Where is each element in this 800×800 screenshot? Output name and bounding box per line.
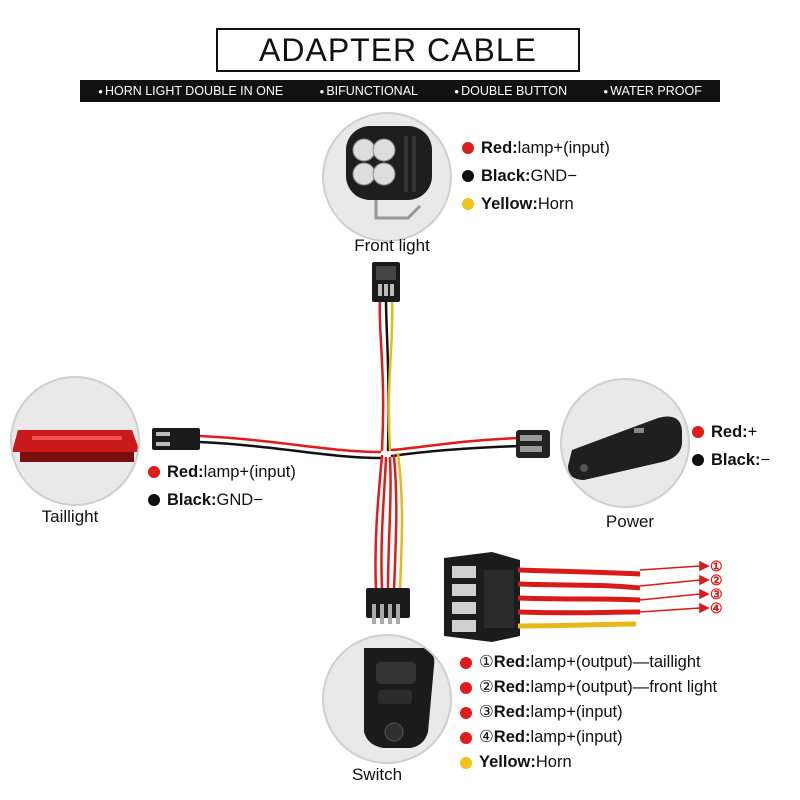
legend-row: Red:lamp+(input): [148, 458, 296, 486]
wire-red-switch-4: [392, 454, 398, 592]
wire-black-tail: [198, 440, 382, 460]
yellow-dot-icon: [460, 756, 472, 769]
detail-wire-3: [517, 595, 641, 603]
wire-yellow-front: [387, 298, 394, 452]
taillight-icon: [12, 430, 138, 462]
power-image: [560, 378, 690, 508]
red-dot-icon: [462, 142, 474, 154]
red-dot-icon: [692, 426, 704, 438]
feature-item: DOUBLE BUTTON: [454, 84, 567, 98]
front-light-image: [322, 112, 452, 242]
taillight-caption: Taillight: [41, 507, 99, 526]
wire-red-tail: [198, 434, 382, 454]
power-connector: [516, 430, 550, 458]
power-caption: Power: [605, 512, 655, 531]
red-dot-icon: [148, 466, 160, 478]
wire-red-front: [378, 298, 385, 452]
battery-icon: [568, 416, 682, 480]
headlight-icon: [346, 126, 432, 220]
detail-wire-2: [517, 581, 641, 591]
taillight-legend: Red:lamp+(input) Black:GND−: [148, 458, 296, 514]
feature-item: HORN LIGHT DOUBLE IN ONE: [98, 84, 283, 98]
taillight-connector: [152, 428, 200, 450]
page-title: ADAPTER CABLE: [216, 28, 580, 72]
feature-bar: HORN LIGHT DOUBLE IN ONE BIFUNCTIONAL DO…: [80, 80, 720, 102]
legend-row: Yellow:Horn: [462, 190, 610, 218]
switch-connector: [366, 588, 410, 624]
red-dot-icon: [460, 706, 472, 719]
switch-caption: Switch: [351, 765, 403, 784]
black-dot-icon: [692, 454, 704, 466]
detail-wire-yellow: [517, 621, 637, 629]
wire-yellow-switch: [396, 452, 404, 592]
red-dot-icon: [460, 681, 472, 694]
front-light-legend: Red:lamp+(input) Black:GND− Yellow:Horn: [462, 134, 610, 218]
front-light-caption: Front light: [354, 236, 430, 255]
wire-red-switch-1: [374, 454, 384, 592]
pin-label-4: ④: [710, 600, 723, 616]
wire-red-switch-3: [386, 456, 392, 592]
black-dot-icon: [462, 170, 474, 182]
legend-row: Black:GND−: [148, 486, 296, 514]
detail-wire-4: [517, 609, 641, 616]
feature-item: BIFUNCTIONAL: [319, 84, 418, 98]
black-dot-icon: [148, 494, 160, 506]
legend-row: Red:lamp+(input): [462, 134, 610, 162]
taillight-image: [10, 376, 140, 506]
pin-label-2: ②: [710, 572, 723, 588]
feature-item: WATER PROOF: [603, 84, 702, 98]
pin-label-3: ③: [710, 586, 723, 602]
wire-red-power: [390, 436, 522, 452]
legend-row: Black:−: [692, 446, 770, 474]
legend-row: Yellow:Horn: [460, 750, 717, 775]
front-connector: [372, 262, 400, 302]
legend-row: Red:+: [692, 418, 770, 446]
wire-black-power: [390, 444, 522, 458]
red-dot-icon: [460, 731, 472, 744]
red-dot-icon: [460, 656, 472, 669]
pin-label-1: ①: [710, 558, 723, 574]
switch-image: [322, 634, 452, 764]
legend-row: Black:GND−: [462, 162, 610, 190]
detail-wire-1: [517, 567, 641, 577]
switch-icon: [364, 648, 435, 748]
power-legend: Red:+ Black:−: [692, 418, 770, 474]
switch-connector-detail: [444, 552, 520, 642]
yellow-dot-icon: [462, 198, 474, 210]
wire-red-switch-2: [380, 456, 388, 592]
